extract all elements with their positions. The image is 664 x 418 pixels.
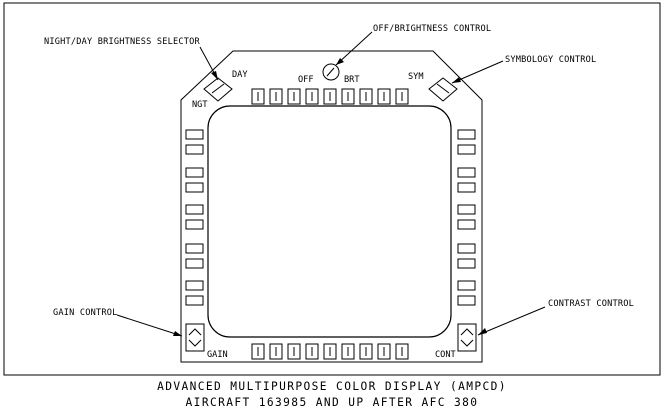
- arrowhead-night-day: [211, 71, 218, 80]
- outer-frame: [3, 2, 661, 376]
- callout-gain: GAIN CONTROL: [53, 308, 118, 318]
- ngt-label: NGT: [192, 100, 208, 110]
- left-button-10[interactable]: [185, 295, 204, 306]
- left-button-6[interactable]: [185, 219, 204, 230]
- caption-line-2: AIRCRAFT 163985 AND UP AFTER AFC 380: [186, 396, 479, 409]
- gain-rocker[interactable]: [185, 323, 205, 352]
- right-button-4[interactable]: [457, 182, 476, 193]
- contrast-control[interactable]: [457, 323, 477, 352]
- right-button-1[interactable]: [457, 129, 476, 140]
- right-button-5[interactable]: [457, 204, 476, 215]
- right-pushbuttons: [457, 129, 476, 306]
- gain-up-icon: [188, 328, 202, 336]
- leader-symbology: [451, 60, 504, 84]
- gain-control[interactable]: [185, 323, 205, 352]
- right-button-9[interactable]: [457, 280, 476, 291]
- off-brightness-knob[interactable]: [322, 63, 340, 81]
- brt-label: BRT: [344, 75, 360, 85]
- arrowhead-symbology: [452, 77, 461, 83]
- left-button-4[interactable]: [185, 182, 204, 193]
- right-button-7[interactable]: [457, 243, 476, 254]
- right-button-3[interactable]: [457, 167, 476, 178]
- arrowhead-off-brt: [336, 58, 344, 65]
- right-button-10[interactable]: [457, 295, 476, 306]
- top-pushbuttons: [251, 88, 409, 105]
- leader-gain: [116, 314, 183, 337]
- left-button-2[interactable]: [185, 144, 204, 155]
- gain-down-icon: [188, 339, 202, 347]
- leader-contrast: [477, 306, 546, 336]
- symbology-diamond-mark: [436, 83, 450, 94]
- symbology-diamond[interactable]: [428, 77, 458, 102]
- caption-line-1: ADVANCED MULTIPURPOSE COLOR DISPLAY (AMP…: [157, 380, 507, 393]
- night-day-selector[interactable]: [203, 77, 233, 102]
- callout-night-day: NIGHT/DAY BRIGHTNESS SELECTOR: [44, 37, 200, 47]
- sym-label: SYM: [408, 72, 424, 82]
- arrowhead-contrast: [478, 328, 487, 335]
- day-label: DAY: [232, 70, 248, 80]
- left-button-1[interactable]: [185, 129, 204, 140]
- leader-off-brt: [335, 31, 373, 66]
- display-screen: [207, 105, 452, 338]
- bottom-pushbuttons: [251, 343, 409, 360]
- left-button-8[interactable]: [185, 258, 204, 269]
- night-day-diamond[interactable]: [203, 77, 233, 102]
- cont-label: CONT: [435, 350, 456, 360]
- left-button-7[interactable]: [185, 243, 204, 254]
- symbology-control[interactable]: [428, 77, 458, 102]
- night-day-diamond-mark: [211, 83, 225, 94]
- contrast-down-icon: [460, 339, 474, 347]
- right-button-8[interactable]: [457, 258, 476, 269]
- left-button-5[interactable]: [185, 204, 204, 215]
- callout-symbology: SYMBOLOGY CONTROL: [505, 55, 596, 65]
- left-pushbuttons: [185, 129, 204, 306]
- callout-contrast: CONTRAST CONTROL: [548, 299, 634, 309]
- contrast-up-icon: [460, 328, 474, 336]
- left-button-9[interactable]: [185, 280, 204, 291]
- callout-off-brt: OFF/BRIGHTNESS CONTROL: [373, 24, 491, 34]
- callout-leaders: [116, 31, 546, 337]
- bezel-outline: [180, 50, 483, 363]
- right-button-2[interactable]: [457, 144, 476, 155]
- contrast-rocker[interactable]: [457, 323, 477, 352]
- gain-label: GAIN: [207, 350, 228, 360]
- brightness-knob-pointer: [326, 67, 335, 77]
- right-button-6[interactable]: [457, 219, 476, 230]
- off-label: OFF: [298, 75, 314, 85]
- arrowhead-gain: [173, 331, 182, 336]
- left-button-3[interactable]: [185, 167, 204, 178]
